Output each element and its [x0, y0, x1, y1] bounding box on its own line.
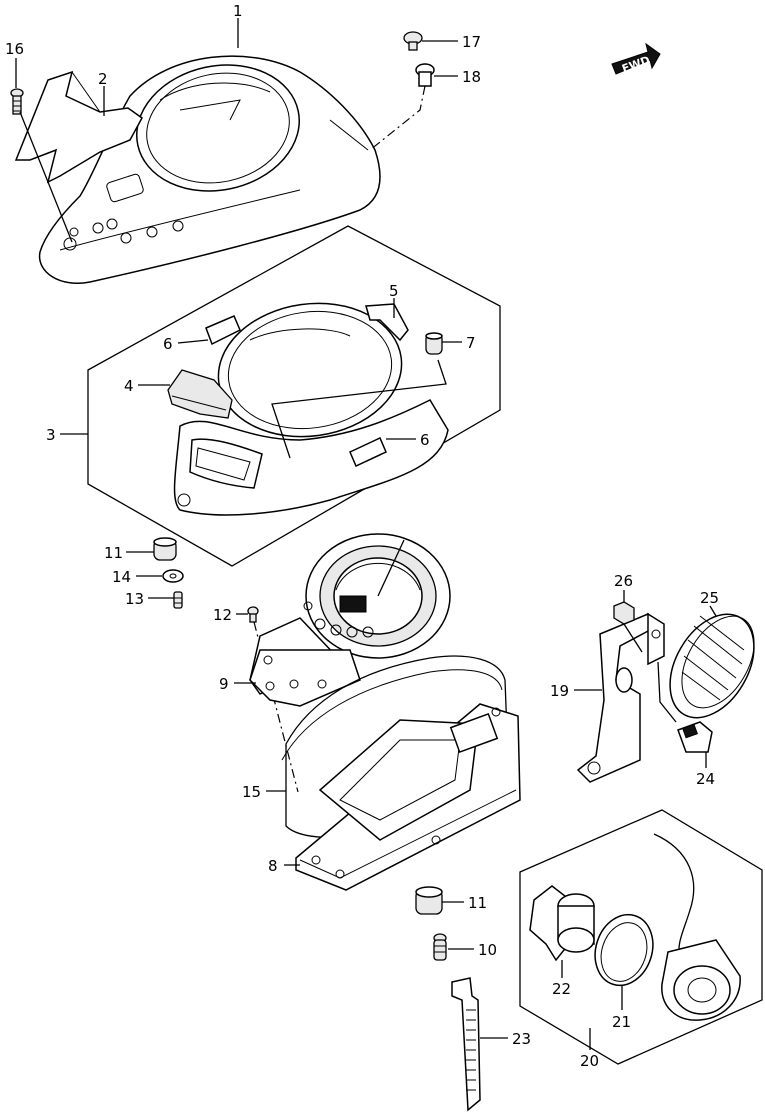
- callout-19: 19: [550, 682, 569, 700]
- bracket-19-part: [576, 612, 665, 783]
- bracket-part: [14, 70, 143, 184]
- nut-26-guide-line: [623, 623, 643, 653]
- cushion-6b-part: [349, 436, 387, 468]
- speedo-drive-assembly-box: [519, 809, 763, 1065]
- cushion-7-part: [425, 332, 443, 355]
- callout-7: 7: [466, 334, 476, 352]
- cable-tie-23-part: [451, 977, 481, 1112]
- callout-9: 9: [219, 675, 229, 693]
- seal-15-inner: [281, 669, 503, 761]
- seal-21-part: [594, 913, 654, 987]
- fwd-arrow-icon: FWD: [611, 42, 661, 76]
- callout-6a: 6: [163, 335, 173, 353]
- meter-case-part: [173, 302, 449, 516]
- nut-26-part: [613, 601, 635, 625]
- leader-lines: [15, 18, 717, 1050]
- callout-26: 26: [614, 572, 633, 590]
- fwd-label: FWD: [620, 53, 651, 75]
- callout-8: 8: [268, 857, 278, 875]
- cushion-6a-part: [205, 315, 241, 346]
- callout-24: 24: [696, 770, 715, 788]
- callout-1: 1: [233, 2, 243, 20]
- nut-24-part: [677, 721, 713, 753]
- reflector-guide-line: [657, 661, 677, 723]
- callout-12: 12: [213, 606, 232, 624]
- bolt-guide-line: [369, 85, 426, 151]
- screw-16-part: [10, 88, 24, 115]
- callout-22: 22: [552, 980, 571, 998]
- callout-10: 10: [478, 941, 497, 959]
- callout-14: 14: [112, 568, 131, 586]
- callout-4: 4: [124, 377, 134, 395]
- callout-3: 3: [46, 426, 56, 444]
- bolt-13-part: [173, 591, 183, 609]
- lower-case-8-part: [295, 703, 521, 891]
- driver-22-part: [529, 885, 595, 962]
- screw-12-guide-line: [253, 621, 299, 793]
- callout-17: 17: [462, 33, 481, 51]
- grommet-11a-part: [153, 537, 177, 561]
- grommet-11b-part: [415, 886, 443, 915]
- speedometer-assembly-part: [249, 533, 451, 707]
- garnish-4-part: [167, 369, 233, 419]
- callout-11a: 11: [104, 544, 123, 562]
- speedo-sensor-part: [653, 833, 741, 1021]
- cushion-7-guide-line: [271, 359, 447, 459]
- callout-6b: 6: [420, 431, 430, 449]
- callout-labels: 1 2 3 4 5 6 6 7 8 9 10 11 11 12 13 14 15…: [5, 2, 719, 1070]
- callout-20: 20: [580, 1052, 599, 1070]
- callout-5: 5: [389, 282, 399, 300]
- callout-18: 18: [462, 68, 481, 86]
- meter-case-assembly-box: [87, 225, 501, 567]
- callout-13: 13: [125, 590, 144, 608]
- screw-12-part: [247, 606, 259, 623]
- bolt-17-part: [403, 31, 423, 51]
- bolt-10-part: [433, 933, 447, 961]
- callout-16: 16: [5, 40, 24, 58]
- callout-23: 23: [512, 1030, 531, 1048]
- collar-18-part: [415, 63, 435, 87]
- washer-14-part: [162, 569, 184, 583]
- callout-25: 25: [700, 589, 719, 607]
- callout-2: 2: [98, 70, 108, 88]
- meter-cover-part: [38, 55, 381, 284]
- reflector-25-part: [669, 613, 755, 719]
- callout-21: 21: [612, 1013, 631, 1031]
- screw-16-guide-line: [19, 111, 73, 243]
- callout-15: 15: [242, 783, 261, 801]
- callout-11b: 11: [468, 894, 487, 912]
